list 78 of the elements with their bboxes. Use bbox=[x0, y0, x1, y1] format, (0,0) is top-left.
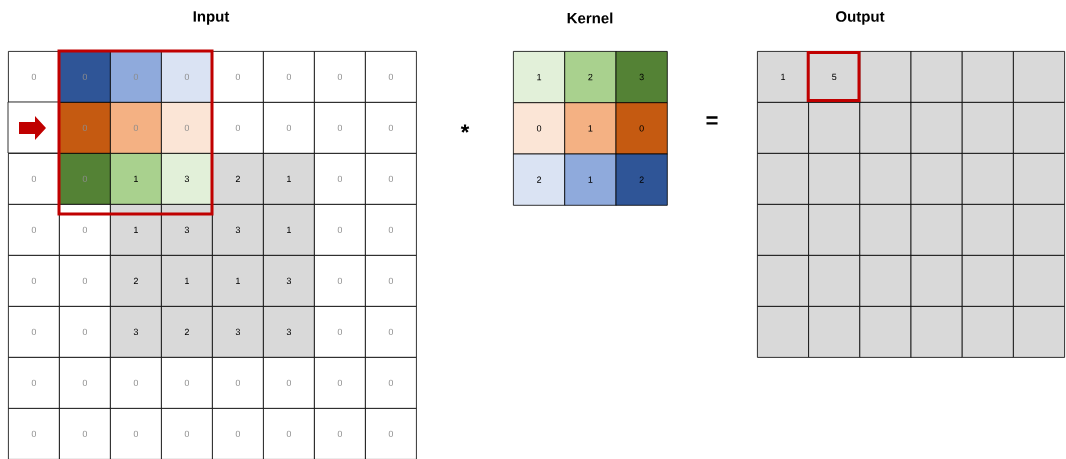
table-cell: 1 bbox=[110, 204, 162, 256]
table-cell: 0 bbox=[314, 306, 366, 358]
table-cell: 0 bbox=[212, 357, 264, 409]
table-cell: 3 bbox=[161, 153, 213, 205]
table-cell: 0 bbox=[365, 306, 417, 358]
table-cell: 0 bbox=[59, 102, 111, 154]
table-cell: 0 bbox=[59, 255, 111, 307]
table-cell: 2 bbox=[513, 153, 566, 206]
table-cell: 1 bbox=[564, 102, 617, 155]
table-cell: 0 bbox=[615, 102, 668, 155]
table-cell: 0 bbox=[212, 408, 264, 459]
table-cell: 3 bbox=[212, 204, 264, 256]
table-cell: 0 bbox=[59, 153, 111, 205]
table-cell: 0 bbox=[110, 357, 162, 409]
table-cell: 0 bbox=[110, 102, 162, 154]
table-cell: 1 bbox=[757, 51, 809, 103]
table-cell: 3 bbox=[615, 51, 668, 104]
table-cell: 0 bbox=[161, 102, 213, 154]
table-cell: 0 bbox=[314, 153, 366, 205]
table-cell: 0 bbox=[263, 408, 315, 459]
table-cell: 0 bbox=[314, 204, 366, 256]
table-cell: 0 bbox=[212, 51, 264, 103]
table-cell: 0 bbox=[314, 51, 366, 103]
table-cell: 0 bbox=[161, 51, 213, 103]
table-cell: 0 bbox=[161, 357, 213, 409]
table-cell: 0 bbox=[314, 408, 366, 459]
operator-sign: = bbox=[706, 116, 718, 125]
heading: Input bbox=[193, 11, 230, 25]
table-cell: 1 bbox=[263, 153, 315, 205]
table-cell: 0 bbox=[365, 153, 417, 205]
table-cell: 3 bbox=[161, 204, 213, 256]
heading: Kernel bbox=[567, 12, 613, 24]
table-cell: 0 bbox=[8, 204, 60, 256]
table-cell: 0 bbox=[365, 204, 417, 256]
table-cell: 2 bbox=[161, 306, 213, 358]
table-cell: 1 bbox=[110, 153, 162, 205]
table-cell: 0 bbox=[110, 51, 162, 103]
table-cell: 0 bbox=[314, 255, 366, 307]
table-cell: 1 bbox=[263, 204, 315, 256]
table-cell: 0 bbox=[59, 357, 111, 409]
table-cell: 0 bbox=[59, 204, 111, 256]
table-cell: 0 bbox=[161, 408, 213, 459]
table-cell: 0 bbox=[513, 102, 566, 155]
table-cell: 1 bbox=[161, 255, 213, 307]
operator-sign: * bbox=[460, 124, 470, 133]
table-cell: 0 bbox=[8, 153, 60, 205]
table-cell: 0 bbox=[8, 306, 60, 358]
table-cell: 0 bbox=[8, 408, 60, 459]
table-cell: 0 bbox=[263, 102, 315, 154]
table-cell: 0 bbox=[110, 408, 162, 459]
table-cell: 3 bbox=[110, 306, 162, 358]
heading: Output bbox=[836, 11, 885, 25]
table-cell: 0 bbox=[365, 408, 417, 459]
table-cell: 1 bbox=[564, 153, 617, 206]
table-cell: 0 bbox=[365, 51, 417, 103]
table-cell: 0 bbox=[8, 51, 60, 103]
table-cell: 3 bbox=[263, 306, 315, 358]
table-cell: 0 bbox=[263, 51, 315, 103]
table-cell: 0 bbox=[59, 408, 111, 459]
table-cell: 0 bbox=[8, 357, 60, 409]
table-cell: 1 bbox=[513, 51, 566, 104]
table-cell: 0 bbox=[365, 102, 417, 154]
table-cell: 0 bbox=[212, 102, 264, 154]
table-cell: 0 bbox=[263, 357, 315, 409]
table-cell: 0 bbox=[314, 102, 366, 154]
table-cell: 0 bbox=[365, 357, 417, 409]
table-cell: 2 bbox=[110, 255, 162, 307]
table-cell: 2 bbox=[564, 51, 617, 104]
table-cell: 2 bbox=[615, 153, 668, 206]
table-cell: 0 bbox=[314, 357, 366, 409]
table-cell: 3 bbox=[263, 255, 315, 307]
table-cell: 1 bbox=[212, 255, 264, 307]
table-cell: 0 bbox=[365, 255, 417, 307]
table-cell: 0 bbox=[8, 255, 60, 307]
table-cell: 2 bbox=[212, 153, 264, 205]
table-cell: 0 bbox=[59, 306, 111, 358]
table-cell: 0 bbox=[59, 51, 111, 103]
table-cell: 3 bbox=[212, 306, 264, 358]
